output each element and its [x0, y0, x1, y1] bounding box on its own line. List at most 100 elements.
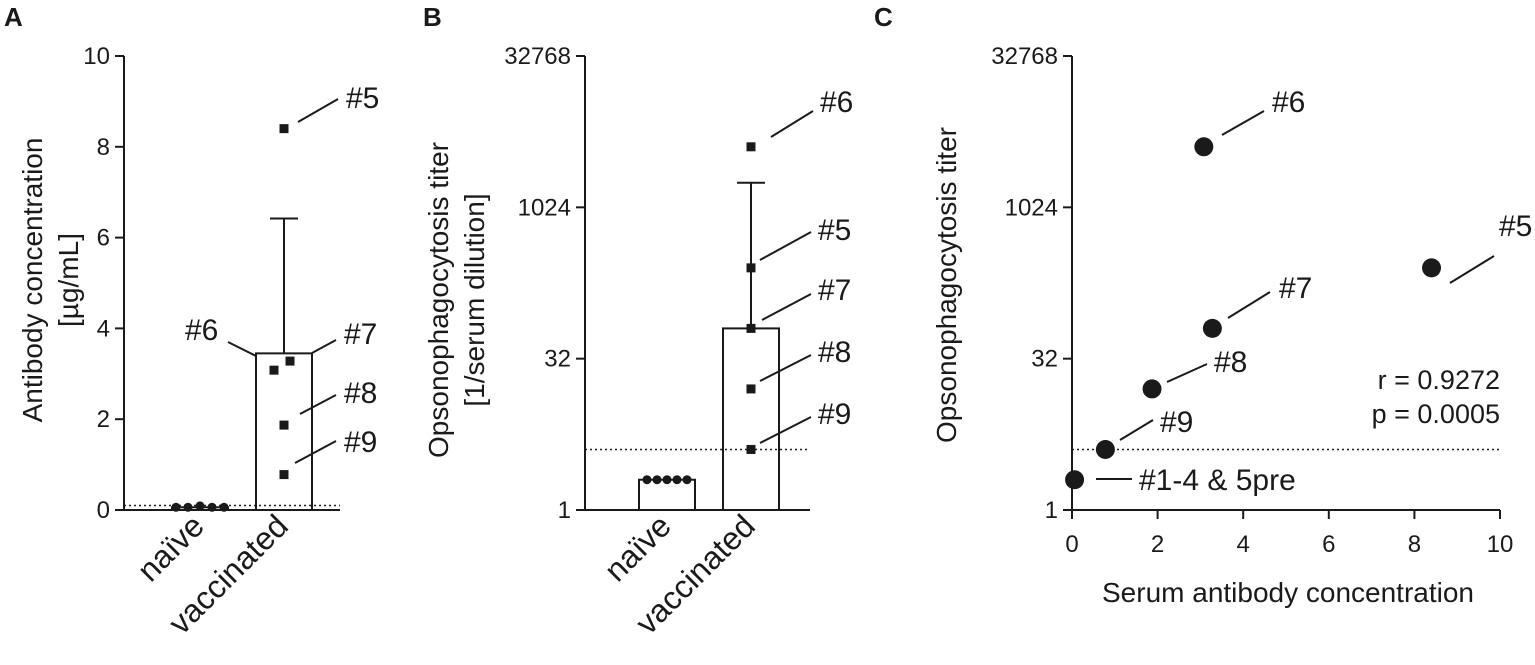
panel-c-ytick-label: 1024 — [1005, 194, 1058, 221]
panel-c: C Opsonophagocytosis titer Serum antibod… — [874, 2, 1532, 608]
panel-a-category-label: naïve — [130, 507, 211, 588]
panel-b-point-vaccinated — [746, 323, 756, 333]
panel-a-point-naive — [219, 502, 229, 512]
c-stat-p: p = 0.0005 — [1372, 399, 1500, 429]
panel-c-xtick-label: 6 — [1322, 531, 1335, 558]
b-ann-6: #6 — [820, 86, 853, 119]
panel-a-y-ticks: 0 2 4 6 8 10 — [83, 43, 340, 524]
panel-b-point-vaccinated — [746, 142, 756, 152]
c-ann-9: #9 — [1160, 406, 1193, 439]
panel-b-point-naive — [672, 475, 682, 485]
panel-a-point-vaccinated — [279, 124, 289, 134]
panel-c-point — [1194, 137, 1214, 157]
panel-b-ytick-label: 32 — [544, 346, 571, 373]
panel-b: B Opsonophagocytosis titer [1/serum dilu… — [423, 2, 853, 641]
panel-a-ytick-label: 10 — [83, 43, 110, 70]
panel-a-point-vaccinated — [279, 420, 289, 430]
b-leader-6 — [770, 110, 814, 138]
panel-b-point-vaccinated — [746, 444, 756, 454]
panel-b-ytick-label: 32768 — [504, 43, 571, 70]
panel-a-point-vaccinated — [285, 356, 295, 366]
panel-b-marks — [585, 142, 810, 512]
panel-a-ytick-label: 4 — [97, 315, 110, 342]
a-leader-6 — [227, 341, 257, 357]
panel-c-point — [1422, 258, 1442, 278]
panel-b-category-label: naïve — [597, 507, 678, 588]
panel-a-point-vaccinated — [269, 365, 279, 375]
a-ann-8: #8 — [344, 377, 377, 410]
c-ann-5: #5 — [1499, 210, 1532, 243]
a-leader-7 — [311, 339, 337, 354]
b-ann-7: #7 — [818, 274, 851, 307]
panel-b-bar — [638, 478, 696, 512]
panel-c-xtick-label: 10 — [1487, 531, 1514, 558]
panel-b-ylabel-line1: Opsonophagocytosis titer — [423, 142, 454, 458]
panel-a-ytick-label: 6 — [97, 225, 110, 252]
c-ann-7: #7 — [1279, 272, 1312, 305]
c-leader-6 — [1221, 110, 1265, 136]
a-leader-9 — [294, 440, 337, 464]
panel-a-ytick-label: 2 — [97, 406, 110, 433]
panel-c-y-ticks: 1 32 1024 32768 — [991, 43, 1073, 524]
panel-a-ytick-label: 8 — [97, 134, 110, 161]
panel-a-letter: A — [4, 2, 23, 32]
panel-c-xlabel: Serum antibody concentration — [1102, 577, 1474, 608]
a-ann-6: #6 — [185, 314, 218, 347]
a-ann-5: #5 — [346, 82, 379, 115]
panel-b-ytick-label: 1024 — [518, 194, 571, 221]
panel-b-point-vaccinated — [746, 384, 756, 394]
panel-a-point-naive — [195, 501, 205, 511]
panel-b-point-vaccinated — [746, 263, 756, 273]
panel-c-xtick-label: 4 — [1237, 531, 1250, 558]
panel-a-point-naive — [171, 502, 181, 512]
c-leader-8 — [1166, 363, 1208, 383]
panel-c-point — [1065, 470, 1085, 490]
panel-b-letter: B — [423, 2, 442, 32]
b-ann-9: #9 — [818, 398, 851, 431]
panel-a-marks — [124, 124, 340, 512]
panel-a-point-vaccinated — [279, 470, 289, 480]
panel-c-point — [1095, 439, 1115, 459]
panel-c-letter: C — [874, 2, 893, 32]
panel-c-ylabel: Opsonophagocytosis titer — [931, 127, 962, 443]
panel-a-point-naive — [183, 502, 193, 512]
panel-c-xtick-label: 8 — [1408, 531, 1421, 558]
panel-b-ylabel-line2: [1/serum dilution] — [459, 193, 490, 406]
panel-b-point-naive — [642, 475, 652, 485]
panel-c-xtick-label: 0 — [1065, 531, 1078, 558]
c-ann-6: #6 — [1272, 86, 1305, 119]
b-ann-5: #5 — [818, 214, 851, 247]
panel-a-ytick-label: 0 — [97, 497, 110, 524]
b-leader-9 — [759, 416, 812, 444]
b-leader-8 — [759, 354, 812, 382]
a-ann-7: #7 — [344, 318, 377, 351]
c-leader-7 — [1227, 291, 1271, 319]
panel-b-ytick-label: 1 — [558, 497, 571, 524]
panel-c-x-ticks: 0 2 4 6 8 10 — [1065, 509, 1514, 558]
panel-b-point-naive — [652, 475, 662, 485]
panel-c-point — [1202, 318, 1222, 338]
panel-c-ytick-label: 32768 — [991, 43, 1058, 70]
b-leader-7 — [761, 293, 812, 321]
a-leader-5 — [297, 98, 339, 123]
panel-a-ylabel-line1: Antibody concentration — [17, 138, 48, 423]
c-ann-1-4: #1-4 & 5pre — [1139, 464, 1296, 497]
panel-a-bar — [255, 352, 313, 511]
b-ann-8: #8 — [818, 336, 851, 369]
panel-c-ytick-label: 32 — [1031, 346, 1058, 373]
c-leader-5 — [1449, 255, 1495, 284]
c-ann-8: #8 — [1214, 346, 1247, 379]
panel-b-point-naive — [682, 475, 692, 485]
panel-a: A Antibody concentration [µg/mL] 0246810… — [4, 2, 379, 641]
b-leader-5 — [759, 231, 812, 261]
panel-c-ytick-label: 1 — [1045, 497, 1058, 524]
a-ann-9: #9 — [344, 426, 377, 459]
c-leader-9 — [1119, 419, 1154, 441]
panel-c-xtick-label: 2 — [1151, 531, 1164, 558]
panel-c-marks — [1065, 137, 1500, 490]
panel-b-bar — [722, 327, 780, 511]
panel-b-y-ticks: 1 32 1024 32768 — [504, 43, 810, 524]
